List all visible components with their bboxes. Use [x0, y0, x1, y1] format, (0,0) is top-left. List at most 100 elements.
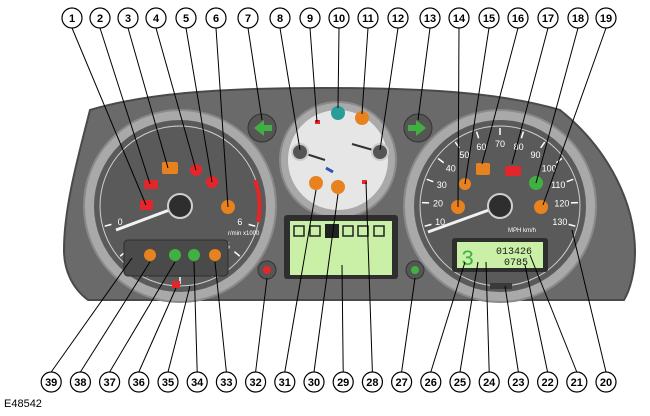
callout-circle: [145, 7, 167, 29]
callout-number: 9: [307, 13, 313, 25]
callout-38: 38: [69, 371, 92, 393]
warning-lamp-16: [476, 163, 490, 175]
callout-circle: [245, 371, 267, 393]
tachometer-tick: [248, 223, 256, 227]
callout-number: 14: [453, 13, 466, 25]
callout-number: 32: [249, 377, 261, 389]
callout-line-36: [138, 287, 177, 373]
callout-number: 3: [125, 13, 131, 25]
warning-lamp-10: [331, 106, 345, 120]
speedometer-tick: [424, 223, 432, 227]
callout-circle: [205, 7, 227, 29]
speedometer-tick: [568, 223, 576, 227]
callout-line-29: [341, 264, 344, 373]
trip-reset-button: [490, 283, 512, 289]
speedometer-tick: [520, 131, 525, 139]
callout-25: 25: [449, 371, 471, 393]
callout-39: 39: [40, 371, 62, 393]
callout-number: 36: [133, 377, 145, 389]
speedometer-scale-label: 40: [446, 163, 456, 173]
warning-lamp-17: [505, 166, 521, 176]
speedometer-tick: [437, 157, 445, 164]
callout-line-28: [365, 181, 373, 373]
warning-lamp-38: [144, 249, 156, 261]
callout-23: 23: [507, 371, 530, 393]
callout-circle: [536, 371, 559, 393]
callout-circle: [566, 371, 588, 393]
callout-number: 20: [600, 377, 612, 389]
callout-line-12: [379, 27, 399, 151]
callout-number: 35: [162, 377, 174, 389]
temp-red-mark: [315, 120, 320, 124]
warning-lamp-1: [140, 200, 153, 210]
callout-line-8: [279, 27, 301, 151]
callout-circle: [215, 371, 237, 393]
callout-line-2: [99, 27, 151, 185]
callout-31: 31: [274, 371, 296, 393]
callout-line-21: [529, 254, 578, 373]
callout-line-9: [309, 27, 318, 123]
warning-lamp-3: [162, 162, 178, 174]
callout-line-35: [167, 285, 191, 373]
callout-line-26: [430, 261, 466, 373]
fuel-hub: [371, 143, 389, 161]
temp-hub: [291, 143, 309, 161]
callout-33: 33: [215, 371, 237, 393]
callout-circle: [357, 7, 379, 29]
figure-reference: E48542: [4, 398, 42, 410]
callout-26: 26: [420, 371, 442, 393]
callout-3: 3: [117, 7, 139, 29]
callout-line-11: [361, 27, 369, 115]
callout-number: 7: [245, 13, 251, 25]
callout-circle: [332, 371, 354, 393]
callout-circle: [420, 371, 442, 393]
callout-line-38: [79, 261, 151, 373]
callout-number: 33: [220, 377, 232, 389]
callout-5: 5: [175, 7, 197, 29]
callout-number: 2: [97, 13, 103, 25]
tachometer-unit: r/min x1000: [228, 231, 260, 237]
callout-24: 24: [478, 371, 500, 393]
callout-circle: [361, 371, 383, 393]
warning-lamp-36: [172, 281, 180, 288]
callout-17: 17: [537, 7, 559, 29]
callout-9: 9: [299, 7, 321, 29]
callout-27: 27: [391, 371, 413, 393]
callout-circle: [69, 371, 92, 393]
callout-number: 18: [572, 13, 584, 25]
callout-number: 15: [483, 13, 495, 25]
speedometer-hub: [487, 193, 513, 219]
callout-line-33: [214, 261, 227, 373]
callout-7: 7: [237, 7, 259, 29]
callout-2: 2: [89, 7, 111, 29]
callout-number: 8: [277, 13, 283, 25]
callout-number: 13: [424, 13, 436, 25]
tachometer-tick: [233, 251, 241, 257]
callout-1: 1: [61, 7, 83, 29]
speedometer-tick: [426, 178, 434, 183]
callout-number: 27: [395, 377, 407, 389]
callout-circle: [478, 371, 500, 393]
callout-34: 34: [186, 371, 208, 393]
callout-circle: [567, 7, 589, 29]
callout-10: 10: [328, 7, 350, 29]
warning-lamp-31: [309, 176, 323, 190]
message-centre-lcd: [290, 221, 392, 275]
callout-28: 28: [361, 371, 383, 393]
speedometer-scale-label: 110: [551, 180, 565, 190]
callout-circle: [269, 7, 291, 29]
center-gauge: [279, 101, 397, 219]
callout-line-3: [127, 27, 169, 169]
speedometer-scale-label: 120: [554, 198, 569, 208]
fuel-red-mark: [362, 180, 367, 184]
callout-circle: [387, 7, 409, 29]
callout-line-10: [337, 27, 340, 109]
callout-line-18: [535, 27, 579, 184]
speedometer-scale-label: 80: [514, 142, 524, 152]
callout-line-20: [571, 229, 607, 373]
speedometer-tick: [475, 131, 480, 139]
callout-19: 19: [595, 7, 617, 29]
callout-14: 14: [448, 7, 470, 29]
